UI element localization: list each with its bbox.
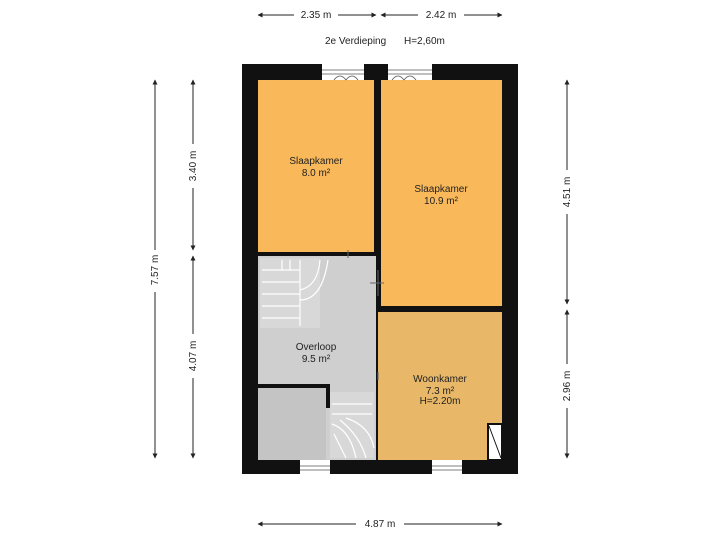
room-label-overloop: Overloop bbox=[296, 342, 337, 353]
window-bottom-left bbox=[300, 460, 330, 474]
height-label: H=2,60m bbox=[404, 36, 445, 47]
room-slaapkamer-right bbox=[381, 80, 502, 306]
dimension-left-lower-label: 4.07 m bbox=[188, 341, 199, 372]
window-bottom-right bbox=[432, 460, 462, 474]
dimension-left-total: 7.57 m bbox=[150, 79, 161, 459]
dimension-top-right-label: 2.42 m bbox=[426, 10, 457, 21]
landing-lower-block bbox=[258, 388, 326, 460]
dimension-left-total-label: 7.57 m bbox=[150, 255, 161, 286]
room-label-woonkamer: Woonkamer bbox=[413, 374, 467, 385]
dimension-top-left-label: 2.35 m bbox=[301, 10, 332, 21]
room-area-woonkamer: 7.3 m² bbox=[426, 386, 455, 397]
dimension-right-upper-label: 4.51 m bbox=[562, 177, 573, 208]
room-area-overloop: 9.5 m² bbox=[302, 354, 331, 365]
room-area-slaapkamer-right: 10.9 m² bbox=[424, 196, 459, 207]
room-label-slaapkamer-right: Slaapkamer bbox=[414, 184, 468, 195]
dimension-left-upper: 3.40 m bbox=[188, 79, 199, 251]
window-top-left bbox=[322, 64, 364, 81]
door-markers bbox=[347, 250, 384, 380]
wardrobe bbox=[487, 423, 503, 461]
room-woonkamer bbox=[378, 312, 502, 460]
dimension-top-right: 2.42 m bbox=[380, 10, 503, 21]
window-top-right bbox=[388, 64, 432, 81]
room-area-slaapkamer-left: 8.0 m² bbox=[302, 168, 331, 179]
dimension-left-lower: 4.07 m bbox=[188, 255, 199, 459]
dimension-left-upper-label: 3.40 m bbox=[188, 151, 199, 182]
dimension-right-lower: 2.96 m bbox=[562, 309, 573, 459]
landing-partition bbox=[258, 384, 330, 388]
room-slaapkamer-left bbox=[258, 80, 374, 252]
dimension-bottom: 4.87 m bbox=[257, 519, 503, 530]
floor-label: 2e Verdieping bbox=[325, 36, 386, 47]
room-label-slaapkamer-left: Slaapkamer bbox=[289, 156, 343, 167]
landing-partition-vertical bbox=[326, 384, 330, 408]
dimension-top-left: 2.35 m bbox=[257, 10, 377, 21]
dimension-bottom-label: 4.87 m bbox=[365, 519, 396, 530]
room-height-woonkamer: H=2.20m bbox=[420, 396, 461, 407]
stairs-upper bbox=[260, 258, 329, 328]
dimension-right-upper: 4.51 m bbox=[562, 79, 573, 305]
dimension-right-lower-label: 2.96 m bbox=[562, 371, 573, 402]
stairs-lower bbox=[330, 392, 375, 459]
